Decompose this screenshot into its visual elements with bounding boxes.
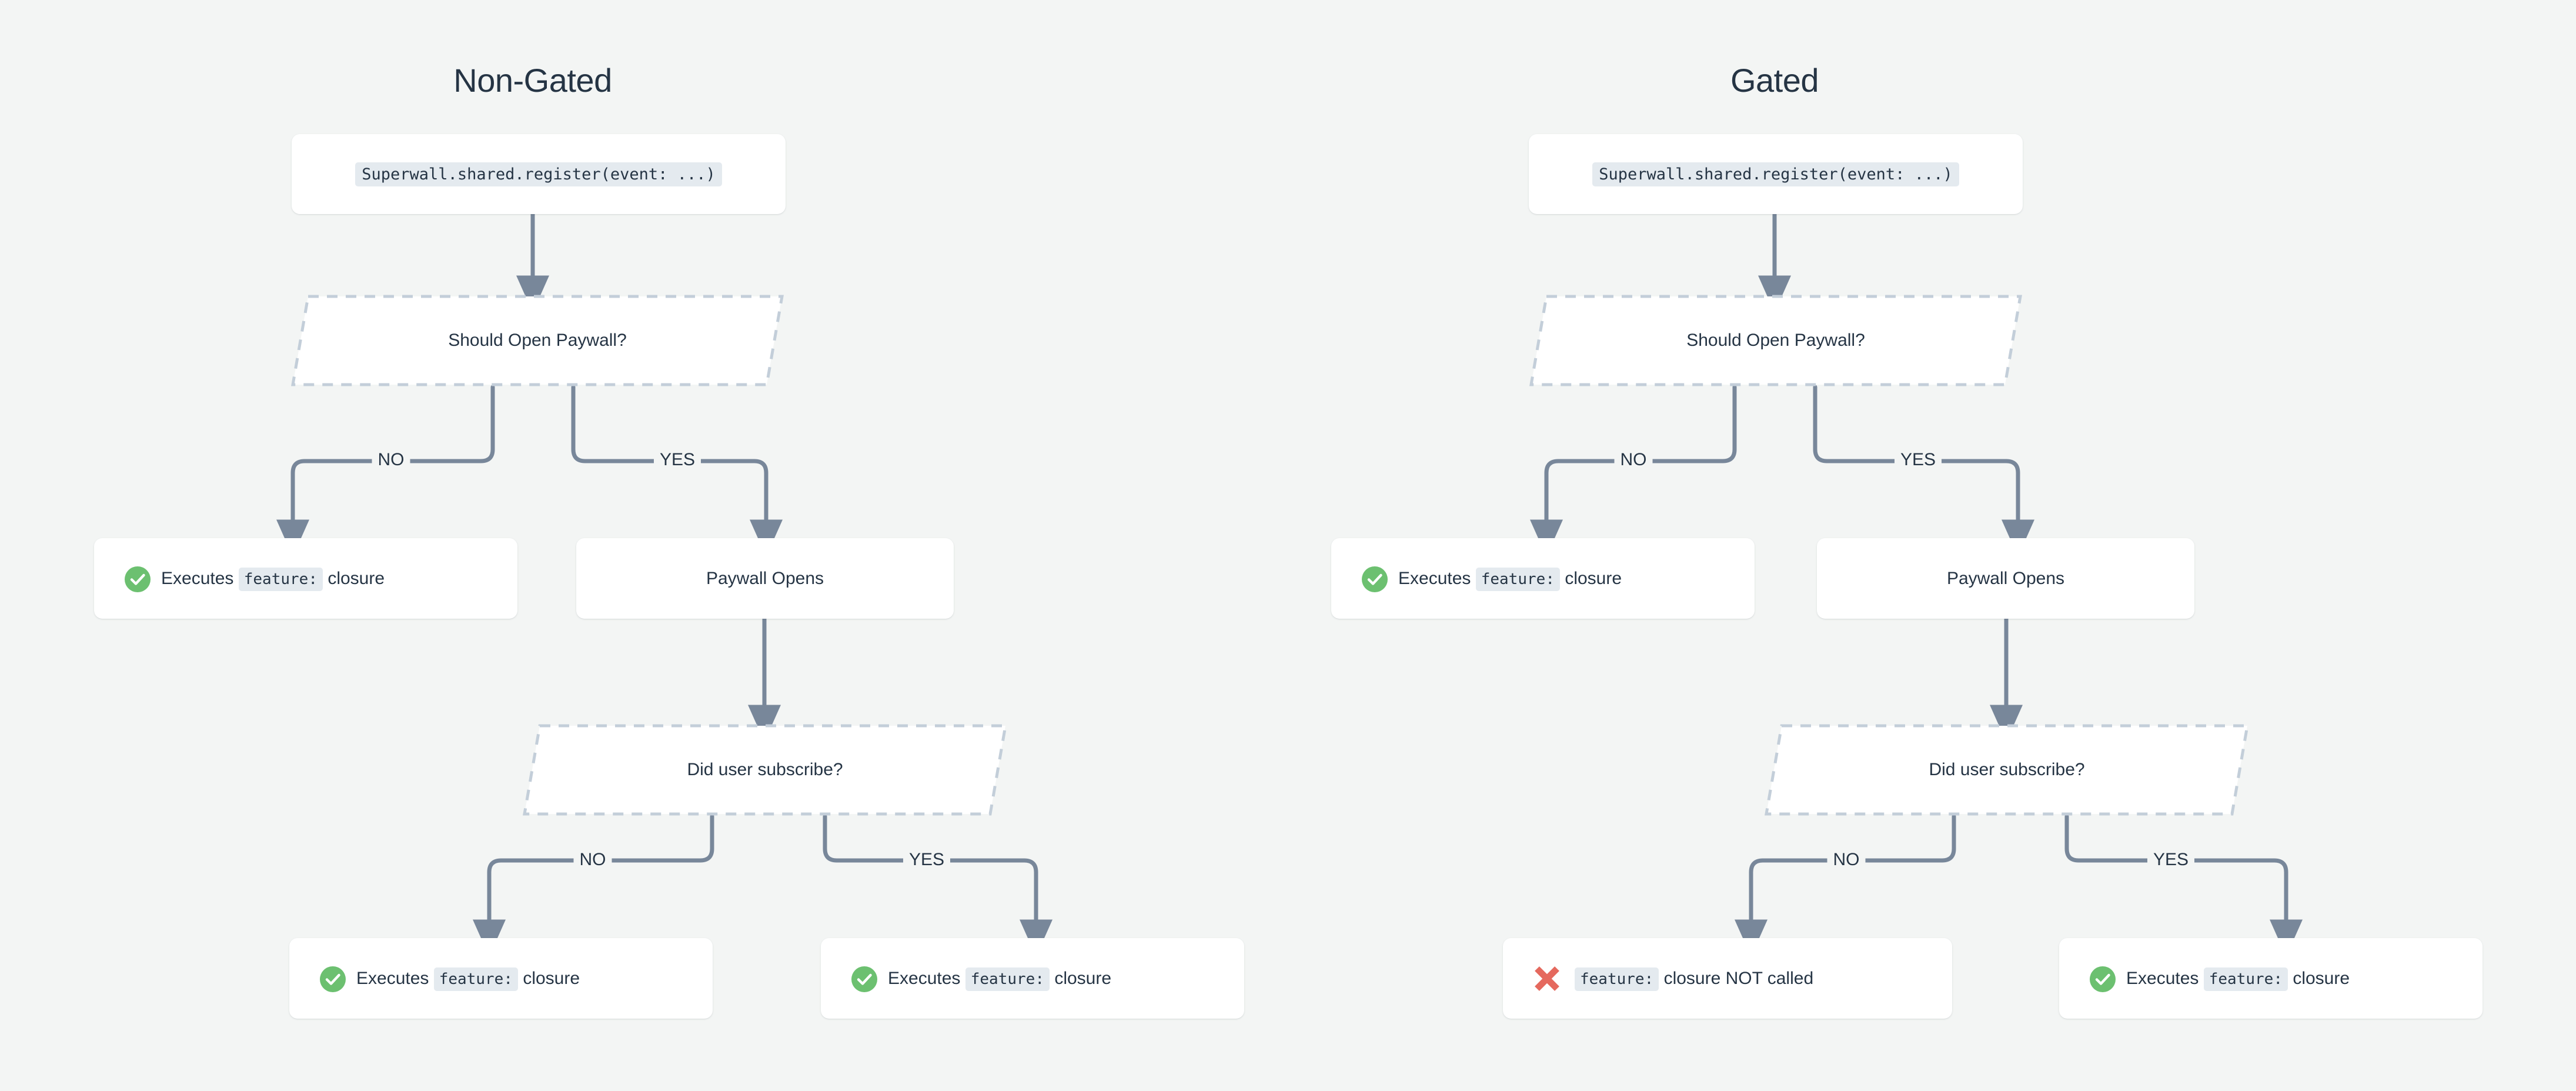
node-executes-feature-no-gated: Executes feature: closure [1331, 538, 1755, 619]
code-register-call: Superwall.shared.register(event: ...) [1592, 162, 1959, 186]
node-entry-gated: Superwall.shared.register(event: ...) [1529, 134, 2023, 214]
decision-label: Did user subscribe? [1929, 760, 2085, 779]
x-mark-icon [1535, 966, 1559, 991]
column-title-non-gated: Non-Gated [453, 62, 612, 99]
text-suffix: closure [2293, 968, 2350, 988]
edge-label-yes-decision2-left: YES [903, 851, 951, 869]
edge-label-no-decision2-left: NO [573, 851, 612, 869]
check-circle-icon [125, 566, 151, 592]
node-decision-did-user-subscribe-non-gated: Did user subscribe? [522, 723, 1008, 816]
node-executes-feature-subscribe-yes-gated: Executes feature: closure [2059, 938, 2483, 1019]
node-text: feature: closure NOT called [1575, 967, 1814, 991]
edge-label-yes-decision2-right: YES [2147, 851, 2195, 869]
node-text: Executes feature: closure [888, 967, 1112, 991]
decision-label: Did user subscribe? [687, 760, 843, 779]
node-text: Executes feature: closure [1398, 567, 1622, 591]
decision-label: Should Open Paywall? [1686, 331, 1865, 350]
check-circle-icon [1362, 566, 1388, 592]
check-circle-icon [851, 966, 877, 992]
code-feature-param: feature: [1475, 567, 1560, 591]
code-feature-param: feature: [965, 967, 1050, 991]
node-text: Executes feature: closure [356, 967, 580, 991]
wire-decision2-yes-left [823, 814, 1053, 957]
text-prefix: Executes [1398, 568, 1471, 588]
node-decision-should-open-paywall-gated: Should Open Paywall? [1529, 294, 2023, 387]
edge-label-no-decision2-right: NO [1827, 851, 1866, 869]
node-text: Paywall Opens [1946, 568, 2065, 588]
text-prefix: Executes [2126, 968, 2199, 988]
text-suffix: closure [1054, 968, 1112, 988]
node-decision-did-user-subscribe-gated: Did user subscribe? [1764, 723, 2250, 816]
column-title-gated: Gated [1730, 62, 1819, 99]
edge-label-yes-decision1-right: YES [1894, 451, 1942, 469]
edge-label-no-decision1-left: NO [372, 451, 410, 469]
edge-label-no-decision1-right: NO [1614, 451, 1653, 469]
node-decision-should-open-paywall-non-gated: Should Open Paywall? [290, 294, 784, 387]
text-prefix: Executes [888, 968, 961, 988]
code-feature-param: feature: [1575, 967, 1659, 991]
check-circle-icon [320, 966, 346, 992]
node-executes-feature-subscribe-yes-non-gated: Executes feature: closure [821, 938, 1244, 1019]
node-paywall-opens-non-gated: Paywall Opens [576, 538, 954, 619]
node-executes-feature-subscribe-no-non-gated: Executes feature: closure [289, 938, 713, 1019]
code-feature-param: feature: [238, 567, 323, 591]
wire-decision2-yes-right [2064, 814, 2303, 957]
decision-label: Should Open Paywall? [448, 331, 627, 350]
wire-decision2-no-left [473, 814, 714, 957]
check-circle-icon [2090, 966, 2116, 992]
edge-label-yes-decision1-left: YES [653, 451, 701, 469]
text-prefix: Executes [356, 968, 429, 988]
wire-decision2-no-right [1735, 814, 1956, 957]
node-text: Executes feature: closure [161, 567, 385, 591]
code-feature-param: feature: [433, 967, 518, 991]
code-feature-param: feature: [2203, 967, 2288, 991]
text-suffix: closure [1565, 568, 1622, 588]
text-suffix: closure [523, 968, 580, 988]
node-executes-feature-no-non-gated: Executes feature: closure [94, 538, 517, 619]
node-entry-non-gated: Superwall.shared.register(event: ...) [292, 134, 786, 214]
text-prefix: Executes [161, 568, 234, 588]
node-paywall-opens-gated: Paywall Opens [1817, 538, 2194, 619]
text-suffix: closure [328, 568, 385, 588]
node-feature-closure-not-called-gated: feature: closure NOT called [1503, 938, 1952, 1019]
node-text: Paywall Opens [706, 568, 824, 588]
node-text: Executes feature: closure [2126, 967, 2350, 991]
code-register-call: Superwall.shared.register(event: ...) [355, 162, 722, 186]
text-suffix: closure NOT called [1663, 968, 1814, 988]
